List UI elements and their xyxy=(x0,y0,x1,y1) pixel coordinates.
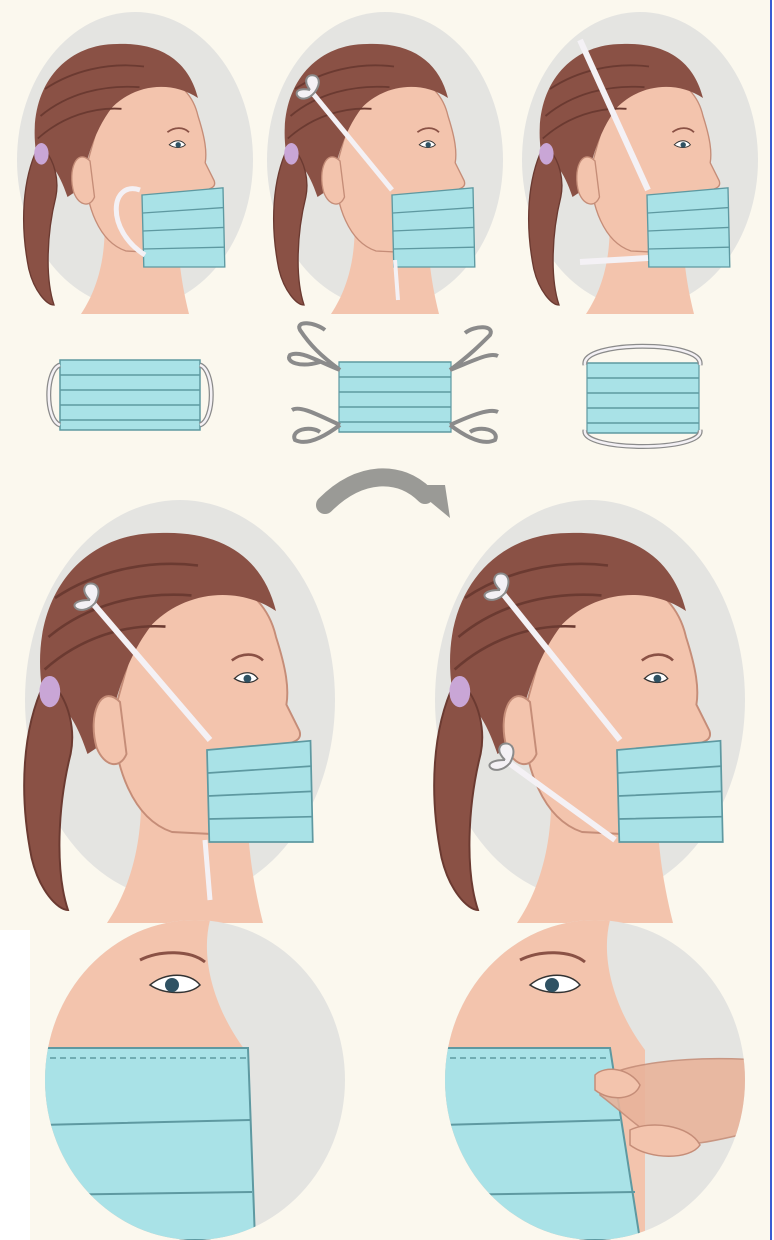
ear-loop-mask xyxy=(49,360,212,430)
